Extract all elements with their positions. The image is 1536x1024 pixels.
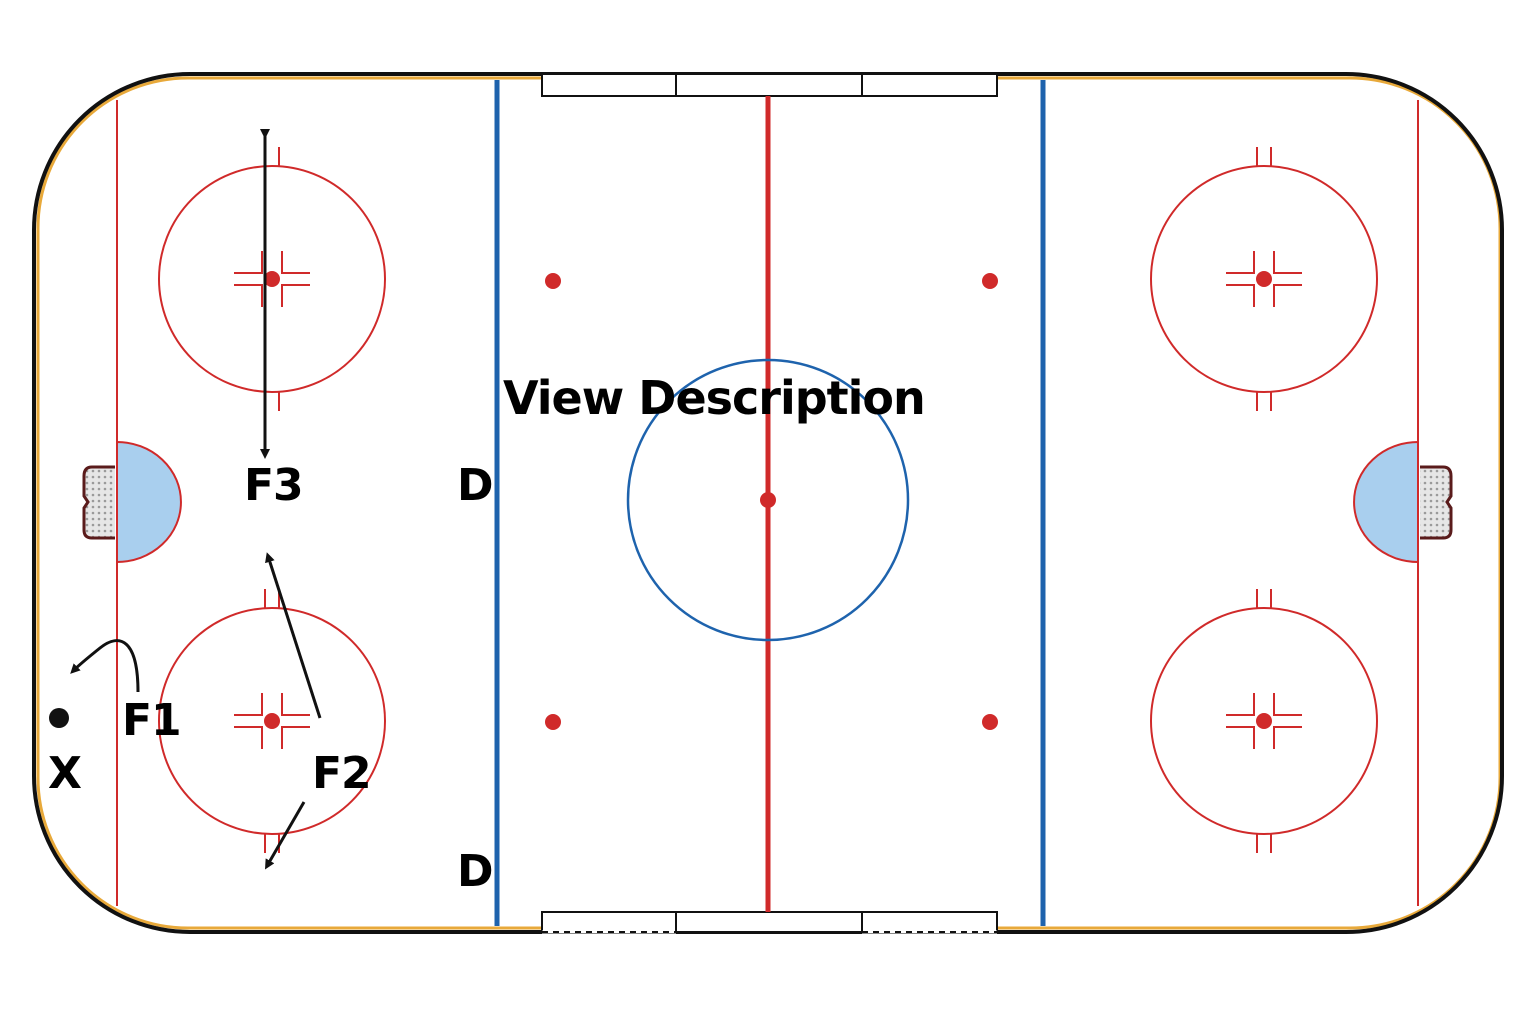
puck-dot (49, 708, 69, 728)
f1-skate-arrow (70, 639, 140, 693)
bottom-bench-area (541, 911, 998, 934)
center-faceoff-dot (760, 492, 776, 508)
top-bench-area (541, 73, 998, 97)
neutral-dot (982, 273, 998, 289)
right-goal-crease (1353, 440, 1419, 564)
neutral-dot (545, 273, 561, 289)
left-goal-net (82, 465, 115, 540)
faceoff-circle (158, 589, 386, 853)
f2-skate-arrow-down (264, 801, 306, 870)
player-label-d-bottom: D (457, 846, 493, 897)
faceoff-dot (1256, 271, 1272, 287)
faceoff-dot (264, 713, 280, 729)
faceoff-circle (1150, 589, 1378, 853)
f2-skate-arrow-up (265, 552, 322, 719)
player-label-f2: F2 (312, 748, 371, 799)
neutral-dot (545, 714, 561, 730)
neutral-dot (982, 714, 998, 730)
player-label-f3: F3 (244, 460, 303, 511)
player-label-d-top: D (457, 460, 493, 511)
faceoff-circle (1150, 147, 1378, 411)
player-label-f1: F1 (122, 695, 181, 746)
left-goal-crease (116, 440, 182, 564)
player-label-x: X (48, 748, 82, 799)
diagram-title: View Description (503, 371, 925, 425)
faceoff-circles (158, 147, 1378, 853)
center-circle (626, 358, 910, 642)
faceoff-dot (1256, 713, 1272, 729)
right-goal-net (1420, 465, 1453, 540)
